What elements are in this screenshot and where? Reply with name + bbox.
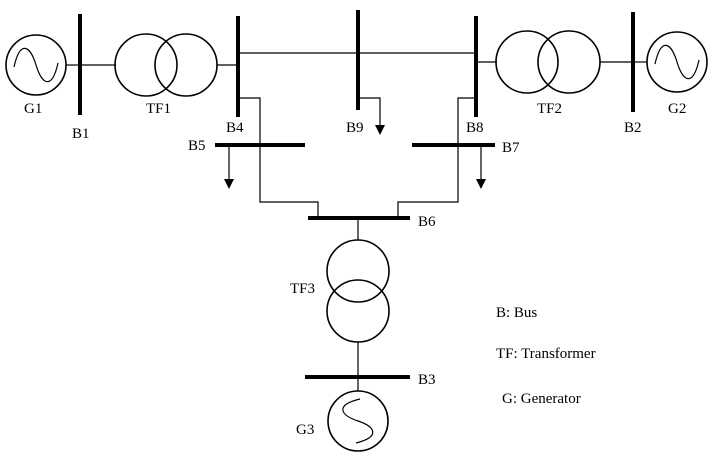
legend-generator: G: Generator [502,391,581,407]
label-b5: B5 [188,138,206,154]
label-tf2: TF2 [537,101,562,117]
label-g2: G2 [668,101,686,117]
line-b5-b6 [259,145,319,218]
line-b4-b5 [238,97,261,145]
label-b3: B3 [418,372,436,388]
line-b8-b7 [457,97,476,145]
label-tf1: TF1 [146,101,171,117]
legend-transformer: TF: Transformer [496,346,596,362]
label-tf3: TF3 [290,281,315,297]
generator-g3 [327,390,389,452]
transformer-tf2 [495,30,601,94]
label-b9: B9 [346,120,364,136]
label-b8: B8 [466,120,484,136]
label-b1: B1 [72,126,90,142]
label-g1: G1 [24,101,42,117]
transformer-tf3 [326,239,390,343]
line-b7-b6 [397,145,459,218]
label-b2: B2 [624,120,642,136]
legend-bus: B: Bus [496,305,537,321]
generator-g2 [646,31,708,93]
generator-g1 [5,34,67,96]
label-g3: G3 [296,422,314,438]
label-b4: B4 [226,120,244,136]
load-arrow-b9 [358,97,385,135]
transformer-tf1 [114,33,218,97]
label-b6: B6 [418,214,436,230]
label-b7: B7 [502,140,520,156]
